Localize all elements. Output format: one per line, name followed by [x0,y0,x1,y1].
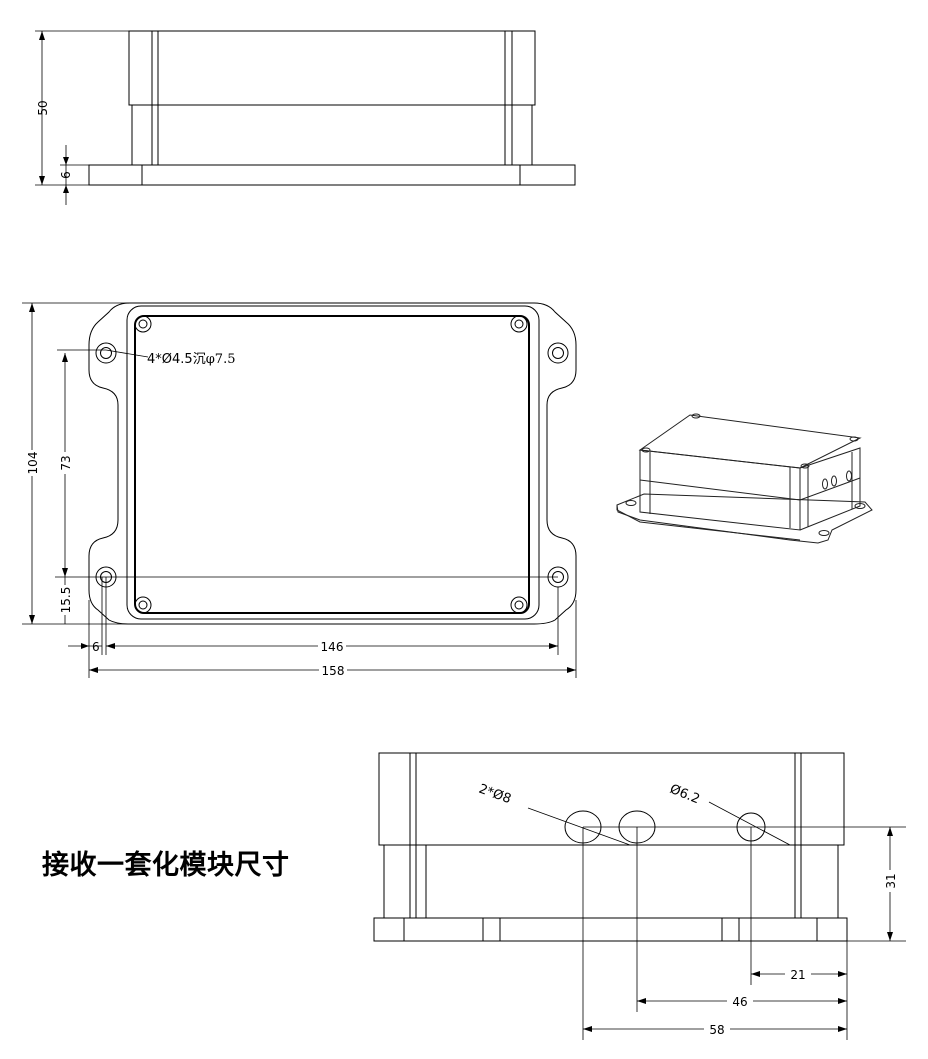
dim-73-label: 73 [59,455,73,470]
dim-21-label: 21 [790,968,805,982]
top-view: 4*Ø4.5沉φ7.5 104 73 15.5 6 [22,302,577,678]
end-view: 2*Ø8 Ø6.2 31 21 46 58 [373,752,906,1040]
dim-31-label: 31 [884,873,898,888]
dim-6-top-label: 6 [92,640,100,654]
dim-6-side-label: 6 [59,171,73,179]
page-title: 接收一套化模块尺寸 [42,850,290,881]
dim-104-label: 104 [26,452,40,475]
dim-46-label: 46 [732,995,747,1009]
dim-146-label: 146 [321,640,344,654]
dim-58-label: 58 [709,1023,724,1037]
hole-callout-top: 4*Ø4.5沉φ7.5 [147,352,235,367]
side-view: 50 6 [35,30,576,205]
hole-pair-callout: 2*Ø8 [477,782,513,807]
dim-50-label: 50 [36,100,50,115]
dim-15-5-label: 15.5 [59,587,73,614]
dim-158-label: 158 [322,664,345,678]
hole-single-callout: Ø6.2 [668,782,702,807]
isometric-view [616,413,873,544]
